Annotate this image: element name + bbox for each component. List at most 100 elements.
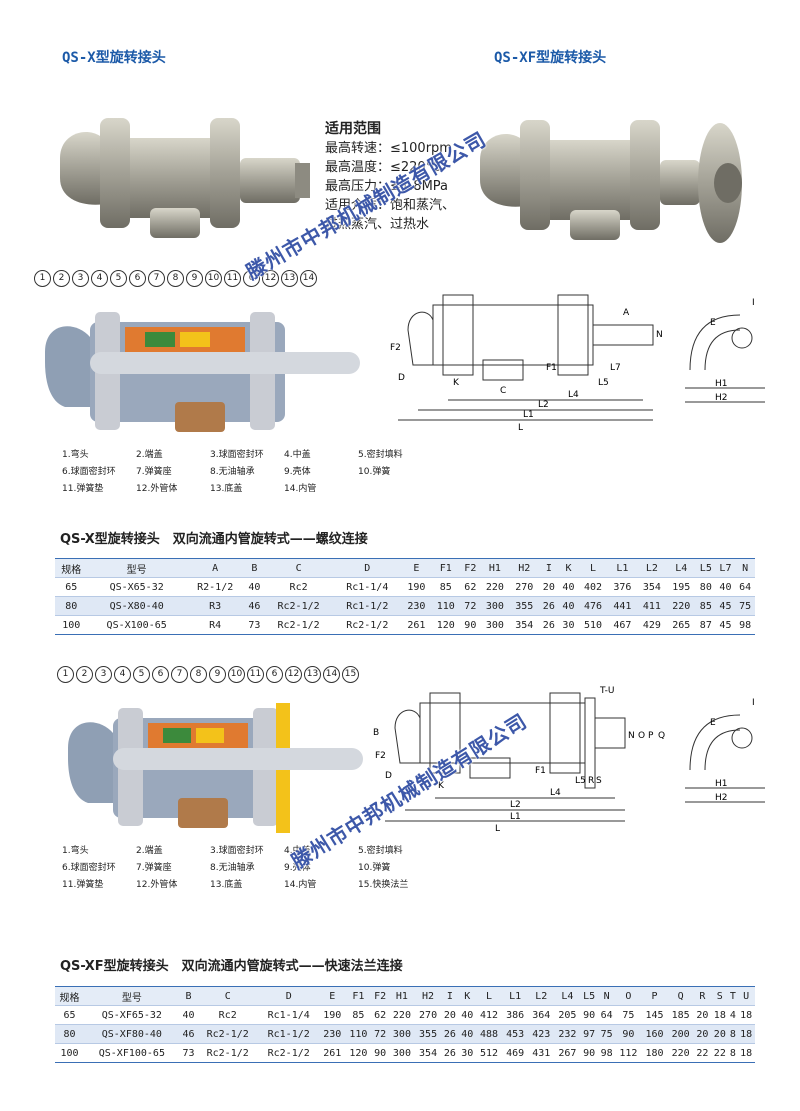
table-cell: 431 (532, 1047, 551, 1059)
col-header: D (285, 990, 292, 1002)
dim-label: A (623, 308, 630, 318)
table-cell: 45 (719, 600, 732, 612)
callout: 3 (72, 270, 89, 287)
spec-line: 过热蒸汽、过热水 (325, 217, 430, 232)
table-cell: R3 (209, 600, 222, 612)
table-cell: 20 (443, 1009, 456, 1021)
cutaway-drawing-qs-xf (68, 703, 363, 833)
legend-item: 11.弹簧垫 (62, 880, 104, 890)
table-cell: Rc1-1/4 (267, 1009, 310, 1021)
table-cell: Rc2-1/2 (206, 1047, 249, 1059)
table-cell: 120 (436, 619, 455, 631)
dim-label: F1 (546, 363, 557, 373)
col-header: D (364, 562, 371, 574)
legend-item: 10.弹簧 (358, 863, 391, 873)
table-cell: 26 (443, 1028, 456, 1040)
col-header: F2 (464, 562, 477, 574)
dim-label: L4 (550, 788, 561, 798)
table-cell: 73 (182, 1047, 195, 1059)
table-cell: 145 (645, 1009, 664, 1021)
callout: 3 (95, 666, 112, 683)
col-header: L1 (509, 990, 522, 1002)
callout: 9 (209, 666, 226, 683)
table-cell: 46 (248, 600, 261, 612)
col-header: F1 (439, 562, 452, 574)
callout: 2 (76, 666, 93, 683)
table-cell: 441 (613, 600, 632, 612)
col-header: L4 (561, 990, 574, 1002)
callout: 5 (133, 666, 150, 683)
table-cell: 85 (699, 600, 712, 612)
callout: 12 (262, 270, 279, 287)
table-cell: 412 (480, 1009, 499, 1021)
legend-item: 3.球面密封环 (210, 846, 264, 856)
table-cell: 220 (671, 1047, 690, 1059)
col-header: R (699, 990, 706, 1002)
legend-item: 13.底盖 (210, 484, 243, 494)
table-cell: 469 (506, 1047, 525, 1059)
table-cell: Rc2-1/2 (346, 619, 389, 631)
dim-label: H2 (715, 393, 728, 403)
callout: 7 (171, 666, 188, 683)
table-cell: 453 (506, 1028, 525, 1040)
dim-label: E (710, 318, 716, 328)
table-cell: Rc2-1/2 (277, 619, 320, 631)
table-cell: 30 (461, 1047, 474, 1059)
product-photo-qs-x (60, 118, 310, 238)
dim-label: H1 (715, 379, 728, 389)
table-cell: 411 (642, 600, 661, 612)
spec-line: 最高温度：≤220℃ (325, 160, 441, 175)
table-cell: 73 (248, 619, 261, 631)
table-cell: 376 (613, 581, 632, 593)
dim-label: S (596, 776, 602, 786)
table-cell: 510 (583, 619, 603, 631)
table-cell: 20 (696, 1028, 709, 1040)
legend-item: 6.球面密封环 (62, 467, 116, 477)
table-cell: 18 (740, 1009, 753, 1021)
table-cell: 87 (699, 619, 712, 631)
table-cell: 20 (542, 581, 555, 593)
dim-label: N (628, 731, 635, 741)
cutaway-drawing-qs-x (45, 312, 360, 432)
table-cell: 120 (349, 1047, 368, 1059)
legend-item: 12.外管体 (136, 484, 178, 494)
callout: 4 (114, 666, 131, 683)
table-cell: Rc2 (289, 581, 308, 593)
callout: 10 (228, 666, 245, 683)
table-cell: 467 (613, 619, 632, 631)
dimension-drawing-qs-x: A N F2 D K C F1 L7 L5 L4 L2 L1 L (390, 294, 663, 433)
table-cell: 90 (622, 1028, 635, 1040)
dim-label: E (710, 718, 716, 728)
table-cell: 85 (352, 1009, 365, 1021)
legend-item: 15.快换法兰 (358, 880, 409, 890)
legend-item: 6.球面密封环 (62, 863, 116, 873)
table-cell: 232 (558, 1028, 577, 1040)
col-header: L (589, 562, 596, 574)
callout: 5 (110, 270, 127, 287)
table-cell: 72 (464, 600, 477, 612)
col-header: O (625, 990, 632, 1002)
legend-item: 11.弹簧垫 (62, 484, 104, 494)
col-header: E (329, 990, 336, 1002)
table-cell: 190 (407, 581, 426, 593)
dim-label: L5 (575, 776, 586, 786)
callout: 1 (57, 666, 74, 683)
dim-label: F1 (535, 766, 546, 776)
dim-label: L (495, 824, 500, 833)
table-cell: 423 (532, 1028, 551, 1040)
table-cell: 261 (407, 619, 426, 631)
callout: 6 (243, 270, 260, 287)
table-cell: 40 (461, 1028, 474, 1040)
table-cell: 354 (419, 1047, 438, 1059)
table-cell: 100 (62, 619, 81, 631)
legend-item: 9.壳体 (284, 863, 311, 873)
callout: 6 (129, 270, 146, 287)
dimension-drawing-qs-xf: T-U B N O P Q R S F2 D K F1 L5 L4 L2 L1 … (373, 686, 665, 833)
col-header: N (742, 562, 749, 574)
table-cell: 85 (439, 581, 452, 593)
